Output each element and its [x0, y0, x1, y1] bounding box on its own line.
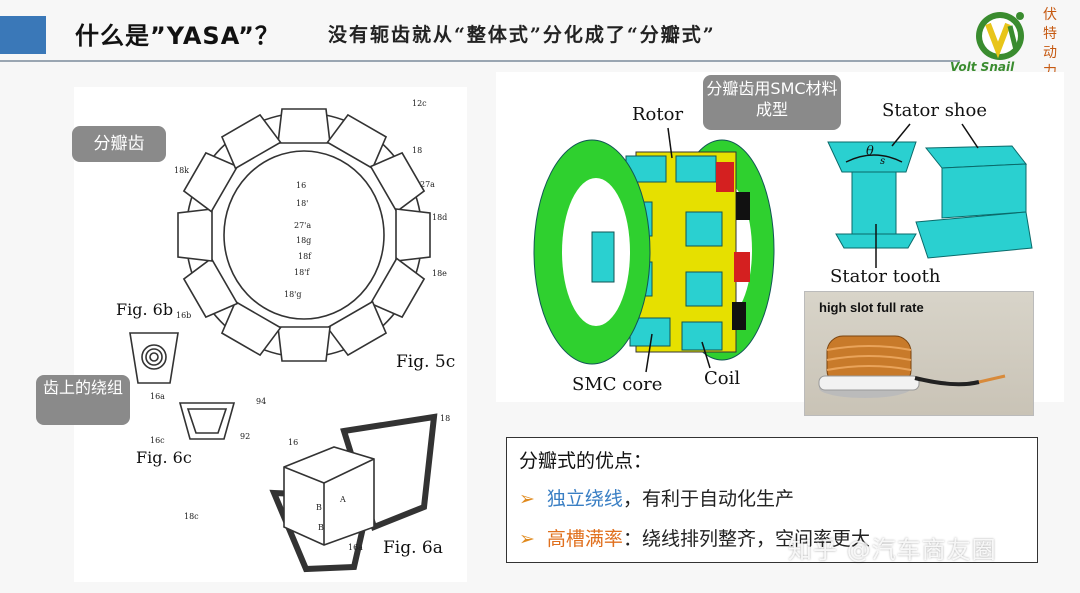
ref-label: 18' [296, 199, 309, 208]
callout-tooth-winding: 齿上的绕组 [36, 375, 130, 425]
label-theta: θ [866, 144, 874, 159]
coil-photo: high slot full rate [804, 291, 1034, 416]
title-accent-bar [0, 16, 46, 54]
ref-label: 16 [288, 438, 299, 447]
ref-label: 27a [420, 180, 435, 189]
ref-label: 16 [296, 181, 307, 190]
callout-smc-teeth: 分瓣齿用SMC材料成型 [703, 75, 841, 130]
coil-photo-drawing [818, 335, 1006, 398]
ref-label: 92 [240, 432, 251, 441]
ref-label: 16b [176, 311, 192, 320]
label-s: s [880, 156, 886, 167]
advantage-item: ➢ 独立绕线，有利于自动化生产 [519, 484, 794, 511]
advantage-key: 独立绕线 [546, 488, 623, 510]
ref-label: 18 [412, 146, 423, 155]
label-rotor: Rotor [632, 104, 684, 125]
label-stator-tooth: Stator tooth [830, 266, 941, 287]
ref-label: 18 [440, 414, 451, 423]
yasa-motor-illustration [533, 123, 1033, 373]
ref-label: B [316, 503, 322, 512]
ref-label: 12c [412, 99, 427, 108]
ref-label: 18c [184, 512, 199, 521]
arrow-bullet-icon: ➢ [519, 488, 535, 510]
fig-6a-label: Fig. 6a [383, 538, 443, 558]
ref-label: 18d [432, 213, 448, 222]
ref-label: 18e [432, 269, 447, 278]
label-smc-core: SMC core [572, 374, 663, 395]
volt-snail-logo [976, 12, 1024, 60]
page-subtitle: 没有轭齿就从“整体式”分化成了“分瓣式” [328, 24, 716, 46]
label-stator-shoe: Stator shoe [882, 100, 988, 121]
label-coil: Coil [704, 368, 741, 389]
title-divider [0, 60, 960, 62]
ref-label: 18k [174, 166, 190, 175]
ref-label: 27'a [294, 221, 312, 230]
photo-caption: high slot full rate [819, 300, 924, 315]
watermark: 知乎 @汽车商友圈 [788, 536, 997, 564]
ref-label: A [340, 495, 346, 504]
fig-6c-label: Fig. 6c [136, 448, 192, 467]
ref-label: 94 [256, 397, 267, 406]
advantage-key: 高槽满率 [546, 528, 623, 550]
arrow-bullet-icon: ➢ [519, 528, 535, 550]
ref-label: 18'f [294, 268, 310, 277]
advantage-item: ➢ 高槽满率：绕线排列整齐，空间率更大 [519, 524, 870, 551]
advantages-title: 分瓣式的优点： [519, 450, 653, 472]
ref-label: 16a [348, 543, 363, 552]
logo-text: Volt Snail [950, 60, 1015, 74]
fig-6b-label: Fig. 6b [116, 300, 174, 319]
ref-label: 18'g [284, 290, 302, 299]
ref-label: 18f [298, 252, 312, 261]
ref-label: 16a [150, 392, 165, 401]
advantage-text: ：绕线排列整齐，空间率更大 [622, 528, 870, 550]
page-title: 什么是”YASA”？ [75, 22, 280, 50]
ref-label: 16c [150, 436, 165, 445]
fig-5c-label: Fig. 5c [396, 352, 456, 372]
advantage-text: ，有利于自动化生产 [622, 488, 794, 510]
ref-label: B [318, 523, 324, 532]
ref-label: 18g [296, 236, 312, 245]
advantages-box: 分瓣式的优点： ➢ 独立绕线，有利于自动化生产 ➢ 高槽满率：绕线排列整齐，空间率更… [506, 437, 1038, 563]
logo-chinese-text: 伏特动力 [1043, 7, 1057, 80]
patent-line-drawing [129, 108, 438, 573]
callout-split-teeth: 分瓣齿 [72, 126, 166, 162]
